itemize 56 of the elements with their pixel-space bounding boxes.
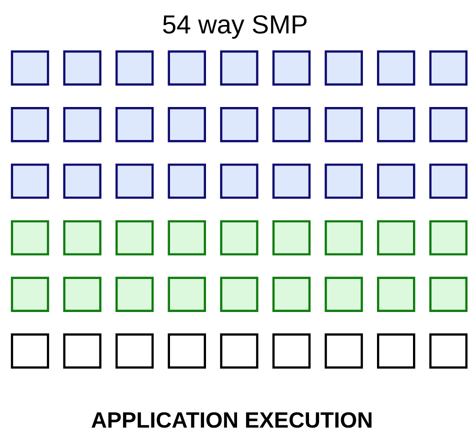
core-box [324, 220, 363, 256]
core-box [116, 164, 154, 199]
core-box [429, 164, 468, 199]
core-box [377, 333, 416, 369]
core-box [377, 276, 416, 312]
core-box [429, 276, 468, 312]
core-box [10, 276, 50, 312]
core-box [324, 107, 363, 142]
core-box [429, 333, 468, 369]
core-box [63, 220, 102, 256]
core-box [116, 333, 154, 369]
core-box [272, 50, 311, 86]
core-box [272, 276, 311, 312]
core-box [10, 164, 50, 199]
core-box [116, 220, 154, 256]
core-box [429, 220, 468, 256]
core-box [63, 107, 102, 142]
core-box [324, 50, 363, 86]
core-box [220, 220, 258, 256]
core-box [10, 107, 50, 142]
core-box [168, 220, 206, 256]
core-box [168, 333, 206, 369]
core-box [377, 164, 416, 199]
core-box [220, 107, 258, 142]
core-box [377, 220, 416, 256]
core-box [220, 333, 258, 369]
core-box [324, 276, 363, 312]
core-box [10, 220, 50, 256]
core-box [324, 333, 363, 369]
core-box [220, 276, 258, 312]
core-box [429, 50, 468, 86]
core-box [220, 164, 258, 199]
title: 54 way SMP [163, 15, 307, 39]
core-box [168, 50, 206, 86]
core-box [116, 50, 154, 86]
core-box [116, 276, 154, 312]
caption: APPLICATION EXECUTION [92, 412, 372, 428]
core-box [429, 107, 468, 142]
core-box [377, 50, 416, 86]
core-box [377, 107, 416, 142]
core-box [272, 333, 311, 369]
core-box [168, 276, 206, 312]
core-box [63, 333, 102, 369]
core-box [168, 107, 206, 142]
core-box [10, 333, 50, 369]
core-box [116, 107, 154, 142]
core-box [10, 50, 50, 86]
core-box [63, 276, 102, 312]
core-box [272, 107, 311, 142]
core-box [324, 164, 363, 199]
core-box [272, 220, 311, 256]
core-box [168, 164, 206, 199]
core-box [220, 50, 258, 86]
core-box [272, 164, 311, 199]
core-box [63, 50, 102, 86]
core-box [63, 164, 102, 199]
